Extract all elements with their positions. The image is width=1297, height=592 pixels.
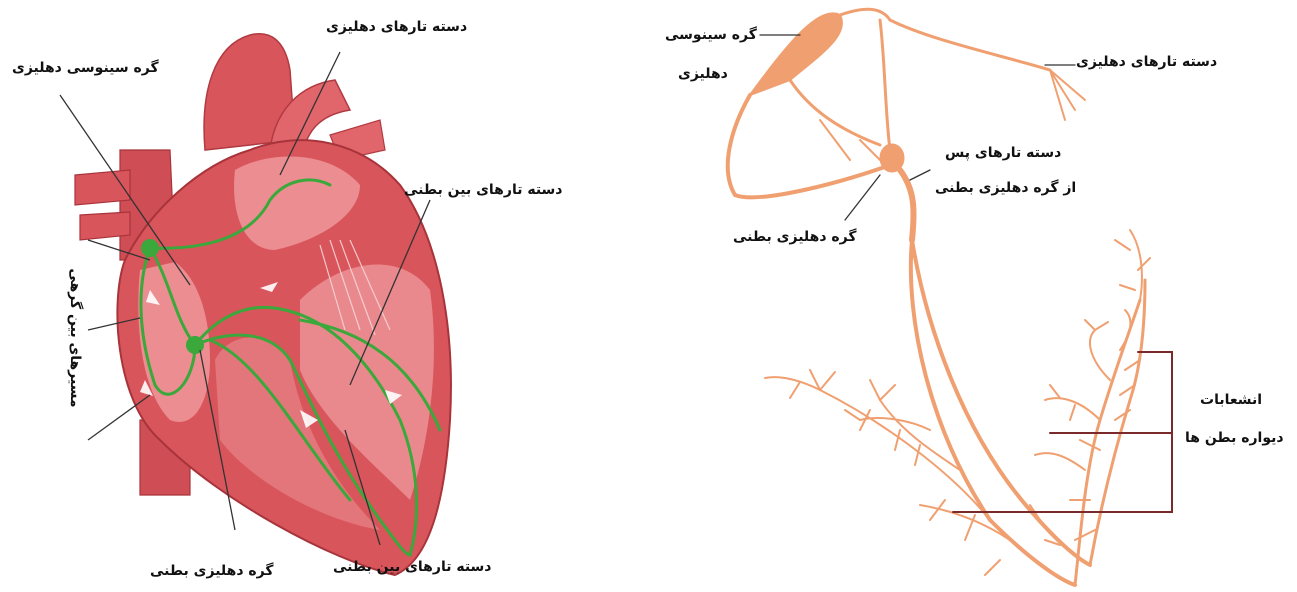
label-right-branches-line2: دیواره بطن ها: [1185, 428, 1284, 448]
label-left-interventricular-bundle: دسته تارهای بین بطنی: [404, 180, 563, 200]
sa-node-shape: [750, 13, 842, 95]
label-right-post-av-bundle-line1: دسته تارهای پس: [945, 143, 1061, 163]
label-right-av-node: گره دهلیزی بطنی: [733, 227, 857, 247]
av-node-marker: [186, 336, 204, 354]
label-left-atrial-bundle: دسته تارهای دهلیزی: [326, 17, 467, 37]
ventricle-branches-left: [765, 370, 1010, 575]
label-left-sa-node: گره سینوسی دهلیزی: [12, 58, 159, 78]
label-right-branches-line1: انشعابات: [1200, 390, 1262, 410]
label-left-av-node: گره دهلیزی بطنی: [150, 561, 274, 581]
label-right-sa-node-line2: دهلیزی: [678, 64, 728, 84]
label-right-post-av-bundle-line2: از گره دهلیزی بطنی: [935, 178, 1076, 198]
sa-node-marker: [141, 239, 159, 257]
conduction-system-diagram: [728, 9, 1172, 585]
label-right-atrial-bundle: دسته تارهای دهلیزی: [1076, 52, 1217, 72]
heart-diagram: [60, 34, 451, 575]
branches-bracket: [953, 352, 1172, 512]
label-left-internodal-pathways: مسیرهای بین گرهی: [67, 268, 83, 408]
label-right-sa-node-line1: گره سینوسی: [665, 25, 757, 45]
label-left-interventricular-bundle-bottom: دسته تارهای بین بطنی: [333, 557, 492, 577]
ventricle-branches-right: [1030, 230, 1150, 545]
